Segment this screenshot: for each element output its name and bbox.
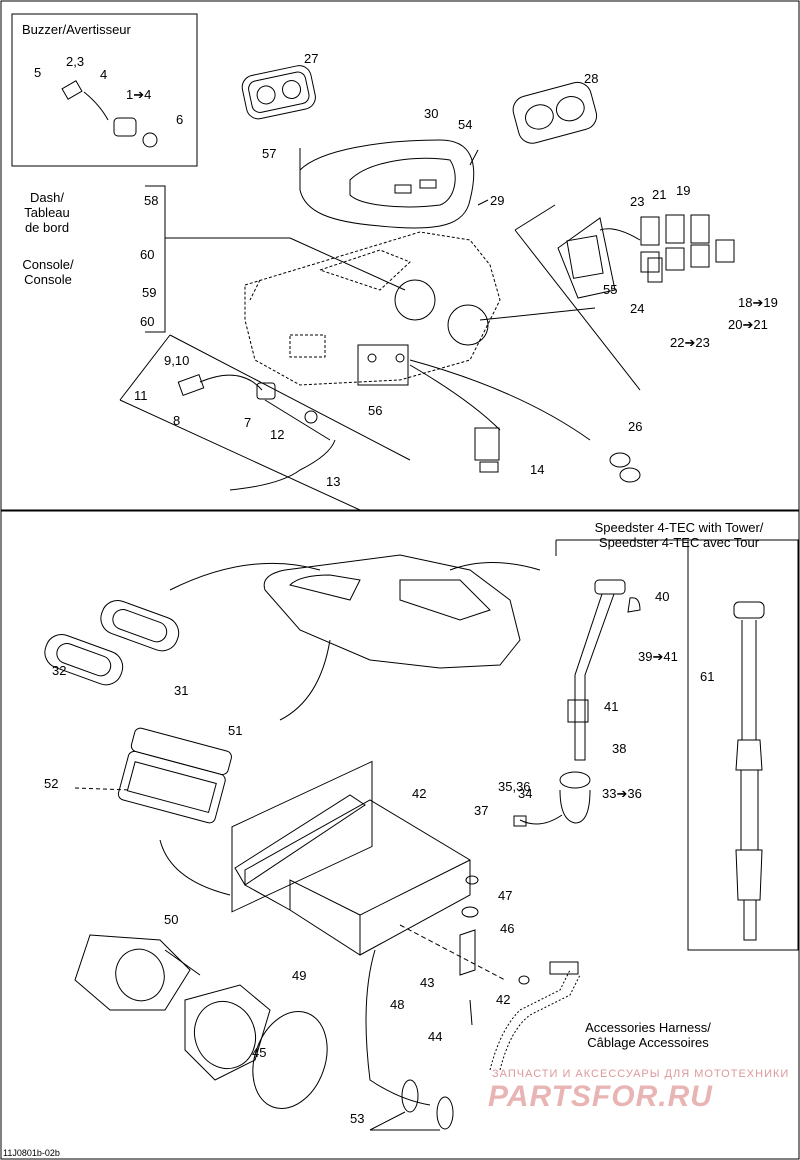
callout: 42 bbox=[412, 786, 427, 801]
callout: 51 bbox=[228, 723, 243, 738]
callout: 43 bbox=[420, 975, 435, 990]
watermark-logo: PARTSFOR.RU bbox=[488, 1080, 713, 1113]
dash-title-line: Tableau bbox=[24, 205, 70, 220]
callout: 4 bbox=[100, 67, 108, 82]
callout: 54 bbox=[458, 117, 473, 132]
callout: 24 bbox=[630, 301, 645, 316]
callout: 7 bbox=[244, 415, 252, 430]
callout: 47 bbox=[498, 888, 513, 903]
callout: 35,36 bbox=[498, 779, 531, 794]
callout: 56 bbox=[368, 403, 383, 418]
buzzer-section-title: Buzzer/Avertisseur bbox=[22, 22, 131, 37]
callout: 18➔19 bbox=[738, 295, 778, 310]
callout: 59 bbox=[142, 285, 157, 300]
tower-title-line: Speedster 4-TEC avec Tour bbox=[598, 535, 760, 550]
callout: 53 bbox=[350, 1111, 365, 1126]
callout: 1➔4 bbox=[126, 87, 152, 102]
callout: 31 bbox=[174, 683, 189, 698]
callout: 5 bbox=[34, 65, 42, 80]
callout: 27 bbox=[304, 51, 319, 66]
figure-code: 11J0801b-02b bbox=[3, 1148, 60, 1158]
callout: 23 bbox=[630, 194, 645, 209]
callout: 9,10 bbox=[164, 353, 190, 368]
callout: 41 bbox=[604, 699, 619, 714]
callout: 19 bbox=[676, 183, 691, 198]
dash-section-title: Dash/ Tableau de bord bbox=[12, 190, 82, 235]
callout: 12 bbox=[270, 427, 285, 442]
callout: 60 bbox=[140, 314, 155, 329]
callout: 20➔21 bbox=[728, 317, 768, 332]
callout: 8 bbox=[173, 413, 181, 428]
callout: 61 bbox=[700, 669, 715, 684]
callout: 49 bbox=[292, 968, 307, 983]
callout: 13 bbox=[326, 474, 341, 489]
tower-title-line: Speedster 4-TEC with Tower/ bbox=[594, 520, 764, 535]
callout: 44 bbox=[428, 1029, 443, 1044]
callout: 2,3 bbox=[66, 54, 85, 69]
callout: 58 bbox=[144, 193, 159, 208]
callout: 14 bbox=[530, 462, 545, 477]
callout: 46 bbox=[500, 921, 515, 936]
callout: 32 bbox=[52, 663, 67, 678]
tower-section-title: Speedster 4-TEC with Tower/ Speedster 4-… bbox=[560, 520, 798, 550]
callout: 40 bbox=[655, 589, 670, 604]
callout: 11 bbox=[134, 388, 148, 403]
callout: 48 bbox=[390, 997, 405, 1012]
callout: 57 bbox=[262, 146, 277, 161]
callout: 29 bbox=[490, 193, 505, 208]
harness-label-line: Accessories Harness/ bbox=[585, 1020, 711, 1035]
callout: 6 bbox=[176, 112, 184, 127]
harness-label-line: Câblage Accessoires bbox=[587, 1035, 709, 1050]
watermark-tagline: ЗАПЧАСТИ И АКСЕССУАРЫ ДЛЯ МОТОТЕХНИКИ bbox=[492, 1068, 790, 1080]
callout: 22➔23 bbox=[670, 335, 710, 350]
callout: 60 bbox=[140, 247, 155, 262]
callout: 26 bbox=[628, 419, 643, 434]
callout: 28 bbox=[584, 71, 599, 86]
dash-title-line: Dash/ bbox=[30, 190, 64, 205]
dash-title-line: de bord bbox=[24, 220, 70, 235]
callout: 38 bbox=[612, 741, 627, 756]
callout: 34 bbox=[518, 786, 533, 801]
callout: 37 bbox=[474, 803, 489, 818]
callout: 50 bbox=[164, 912, 179, 927]
console-title-line: Console/ bbox=[22, 257, 74, 272]
callout: 45 bbox=[252, 1045, 267, 1060]
console-section-title: Console/ Console bbox=[8, 257, 88, 287]
callout: 39➔41 bbox=[638, 649, 678, 664]
callout: 33➔36 bbox=[602, 786, 642, 801]
callout: 55 bbox=[603, 282, 618, 297]
accessories-harness-label: Accessories Harness/ Câblage Accessoires bbox=[568, 1020, 728, 1050]
callout: 52 bbox=[44, 776, 59, 791]
callout: 21 bbox=[652, 187, 667, 202]
callout: 42 bbox=[496, 992, 511, 1007]
console-title-line: Console bbox=[24, 272, 72, 287]
callout: 30 bbox=[424, 106, 439, 121]
